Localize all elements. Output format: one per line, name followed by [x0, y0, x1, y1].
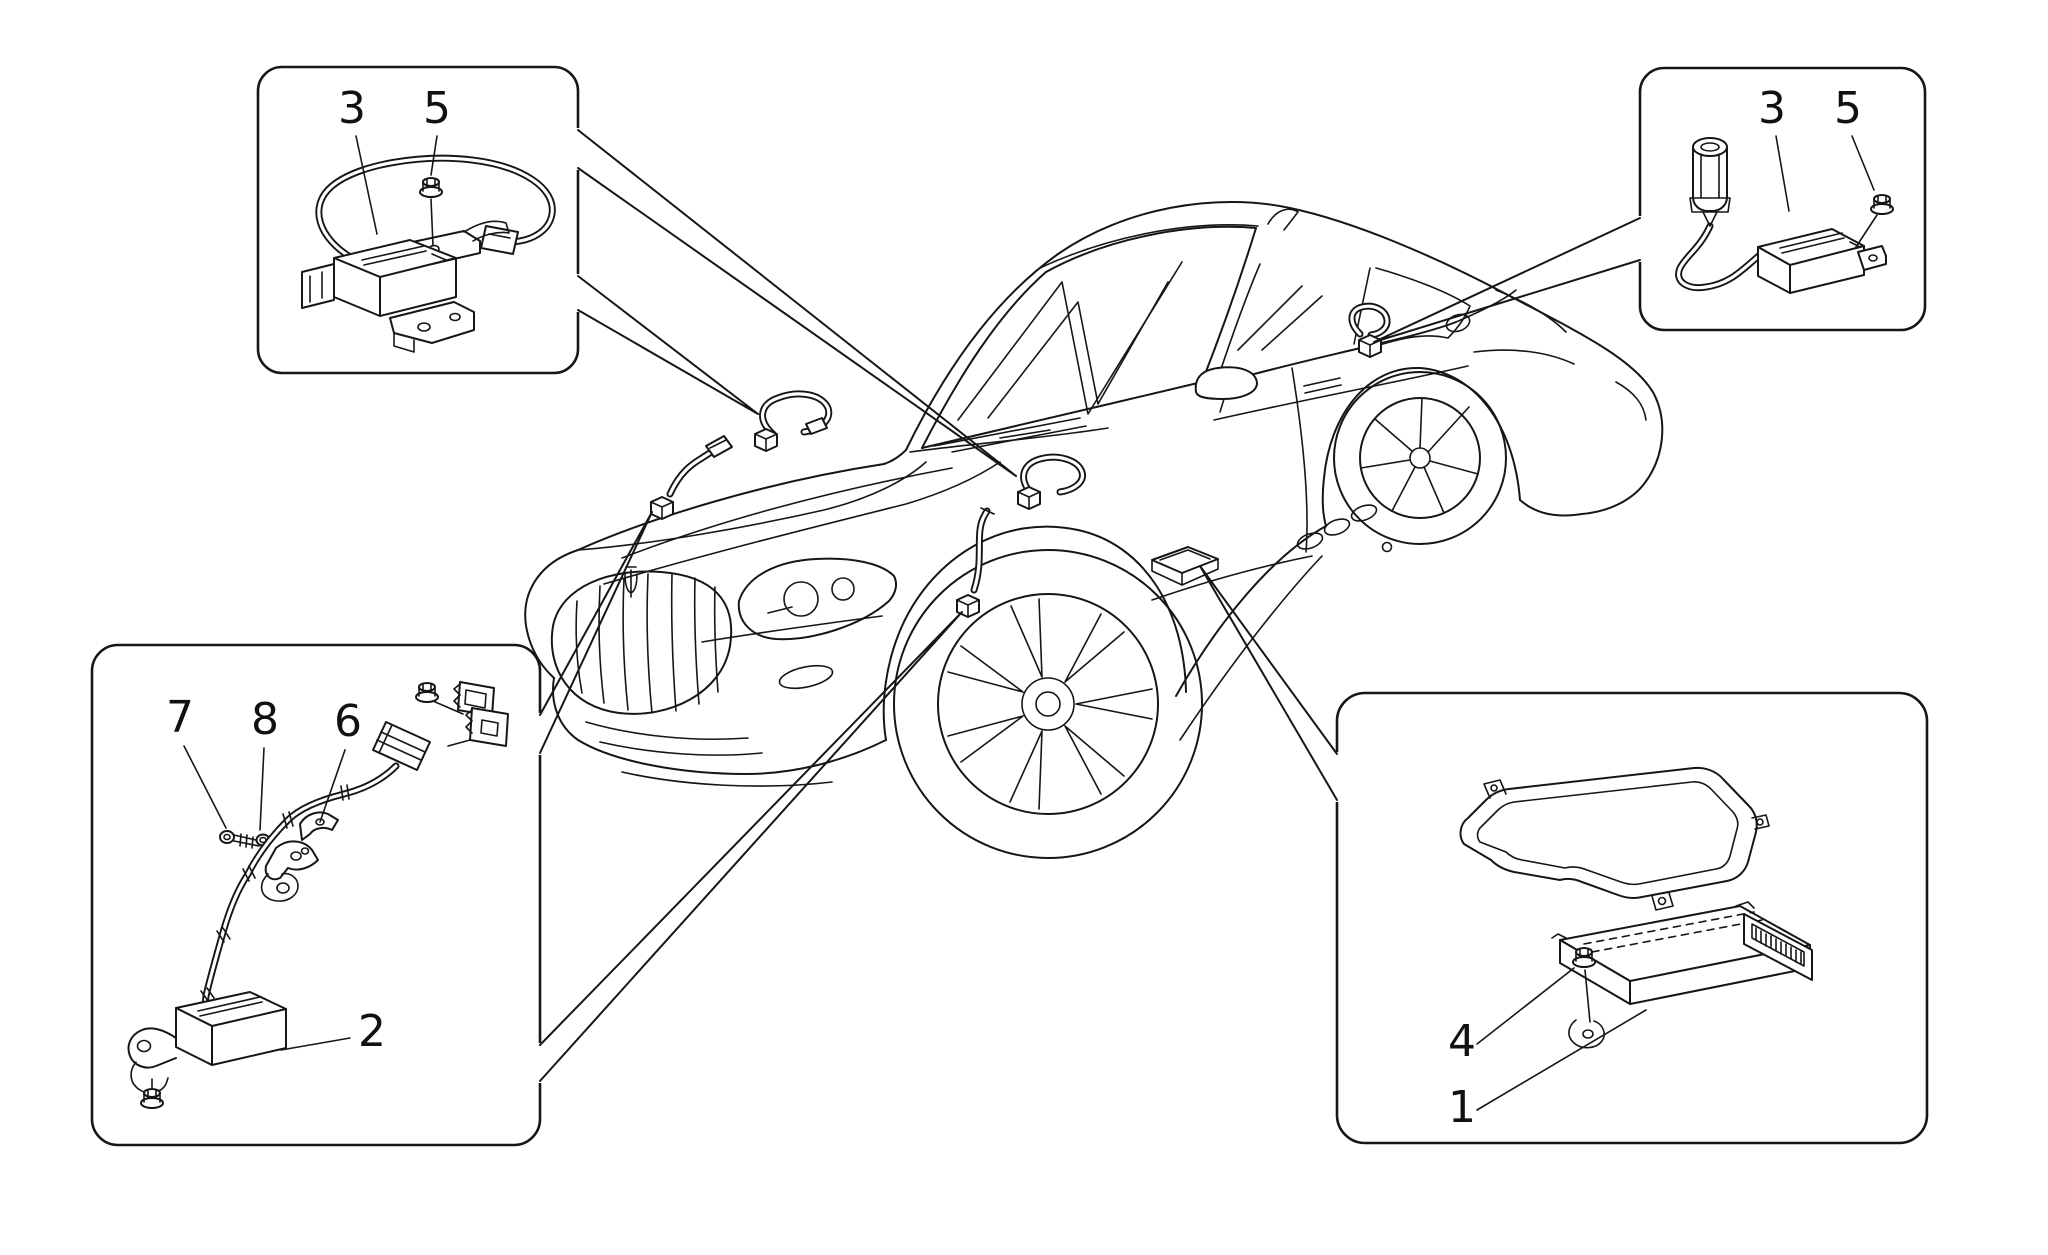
detail-top-right-parts — [1675, 137, 1894, 294]
detail-bottom-right-parts — [1459, 766, 1813, 1049]
callout-2: 2 — [358, 1006, 386, 1057]
hood-front-harness — [650, 435, 733, 520]
cable-ties — [200, 784, 350, 1002]
acceleration-sensor-module — [301, 239, 457, 317]
sensor-bracket — [260, 840, 319, 902]
screw — [219, 830, 261, 849]
hood-loop-sensor-left — [754, 390, 833, 452]
callout-6: 6 — [334, 696, 362, 747]
callout-3-top-right: 3 — [1758, 83, 1786, 134]
callout-7: 7 — [166, 692, 194, 743]
callout-4: 4 — [1448, 1016, 1476, 1067]
callout-1: 1 — [1448, 1082, 1476, 1133]
hood-loop-sensor-right — [1017, 453, 1086, 510]
car-illustration — [524, 200, 1664, 859]
ecu-multipin-connector — [1743, 913, 1813, 981]
detail-box-top-left — [256, 65, 580, 375]
callout-8: 8 — [251, 694, 279, 745]
on-car-sensors — [650, 302, 1391, 618]
cowl-sensor-right — [1348, 302, 1391, 358]
retaining-clip — [299, 811, 339, 841]
wheel-speed-sensor-module — [175, 991, 287, 1066]
ecu-module — [1551, 901, 1813, 1049]
detail-box-top-right — [1638, 66, 1927, 332]
detail-bottom-left-parts — [127, 681, 509, 1109]
mounting-flange — [389, 301, 475, 344]
sensor-mount-bracket — [127, 1027, 177, 1109]
harness-connector — [480, 225, 519, 255]
ecu-bolt — [1572, 947, 1596, 968]
callout-5-top-left: 5 — [423, 83, 451, 134]
sensor-module — [1757, 228, 1887, 294]
serrated-clips — [453, 681, 509, 747]
sill-sensor — [1151, 546, 1219, 586]
callout-5-top-right: 5 — [1834, 83, 1862, 134]
detail-box-bottom-left — [90, 643, 542, 1147]
leader-wedges — [539, 129, 1641, 1082]
ecu-gasket-cover — [1459, 766, 1770, 911]
detail-top-left-parts — [301, 154, 556, 353]
callouts: 3 5 3 5 7 8 6 2 4 1 — [166, 83, 1875, 1133]
bumper-harness-sensor — [956, 507, 995, 618]
harness-connector — [372, 721, 431, 771]
connector-plug — [1689, 137, 1731, 227]
callout-3-top-left: 3 — [338, 83, 366, 134]
detail-box-bottom-right — [1335, 691, 1929, 1145]
